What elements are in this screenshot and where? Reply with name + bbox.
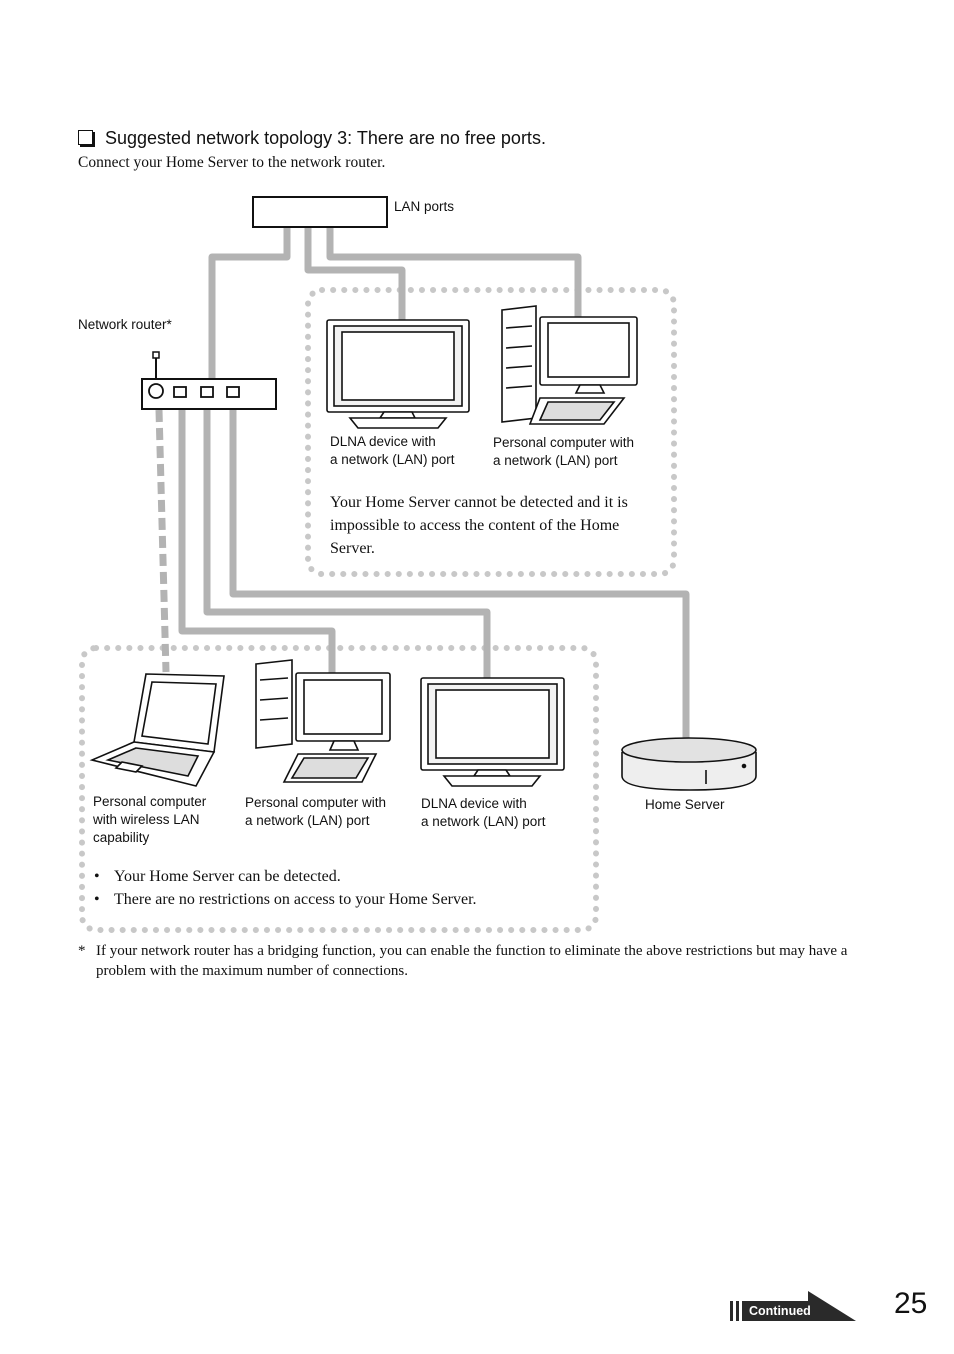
footnote-marker: *	[78, 943, 86, 959]
reachable-group-boundary	[79, 645, 599, 933]
network-router-icon	[141, 351, 277, 410]
continued-tab-icon	[730, 1291, 856, 1321]
cable-lan-to-router	[208, 226, 291, 380]
dlna-device-bottom-icon	[420, 677, 565, 787]
section-heading: Suggested network topology 3: There are …	[78, 128, 546, 149]
desktop-pc-top-icon	[501, 305, 638, 425]
cable-router-to-pc-bottom	[178, 408, 336, 676]
cable-lan-to-pc-top	[326, 226, 582, 318]
unreachable-group-boundary	[305, 287, 677, 577]
laptop-icon	[89, 673, 225, 787]
top-group-note: Your Home Server cannot be detected and …	[330, 494, 628, 557]
label-line: a network (LAN) port	[330, 452, 455, 467]
pc-wireless-label: Personal computer with wireless LAN capa…	[93, 793, 206, 847]
label-line: DLNA device with	[421, 796, 527, 811]
label-line: DLNA device with	[330, 434, 436, 449]
lan-ports-box	[252, 196, 388, 228]
wireless-link	[155, 409, 170, 673]
label-line: a network (LAN) port	[493, 453, 618, 468]
home-server-icon	[621, 737, 757, 791]
cable-router-to-dlna-bottom	[203, 408, 491, 680]
list-item: Your Home Server can be detected.	[92, 865, 572, 888]
dlna-bottom-label: DLNA device with a network (LAN) port	[421, 795, 546, 831]
label-line: Personal computer with	[493, 435, 635, 450]
label-line: a network (LAN) port	[421, 814, 546, 829]
checkbox-bullet-icon	[78, 130, 93, 145]
dlna-device-top-icon	[326, 319, 470, 429]
home-server-label: Home Server	[645, 797, 725, 812]
footnote-text: If your network router has a bridging fu…	[96, 943, 848, 979]
cable-router-to-home-server	[229, 408, 690, 742]
list-item: There are no restrictions on access to y…	[92, 888, 572, 911]
pc-bottom-label: Personal computer with a network (LAN) p…	[245, 794, 386, 830]
label-line: Personal computer	[93, 794, 207, 809]
continued-label: Continued	[749, 1304, 811, 1318]
label-line: Personal computer with	[245, 795, 387, 810]
desktop-pc-bottom-icon	[255, 659, 391, 783]
pc-top-label: Personal computer with a network (LAN) p…	[493, 434, 634, 470]
label-line: with wireless LAN	[93, 812, 200, 827]
lan-ports-label: LAN ports	[394, 199, 455, 214]
dlna-top-label: DLNA device with a network (LAN) port	[330, 433, 455, 469]
bottom-group-notes: Your Home Server can be detected. There …	[92, 865, 572, 911]
label-line: a network (LAN) port	[245, 813, 370, 828]
section-subheading: Connect your Home Server to the network …	[78, 154, 386, 171]
cable-lan-to-dlna-top	[304, 226, 406, 322]
label-line: capability	[93, 830, 150, 845]
network-router-label: Network router*	[78, 317, 172, 332]
heading-text: Suggested network topology 3: There are …	[105, 128, 546, 148]
page-number: 25	[894, 1287, 928, 1320]
